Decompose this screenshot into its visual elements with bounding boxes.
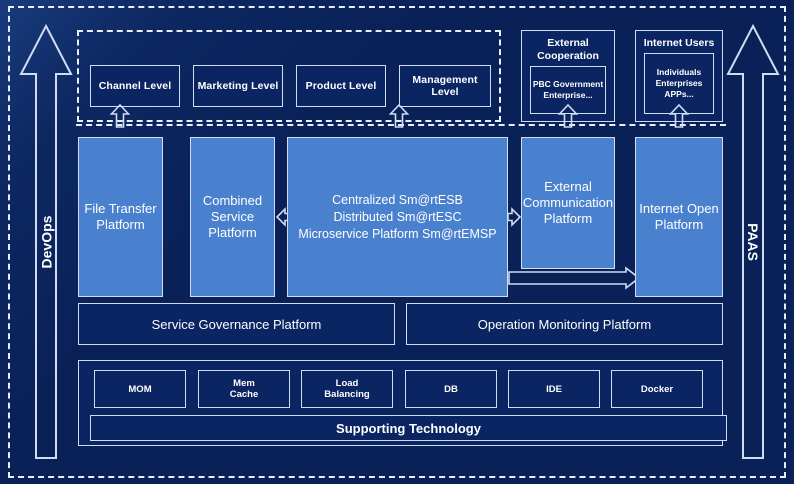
- platform-combined-service[interactable]: Combined Service Platform: [190, 137, 275, 297]
- level-label: Marketing Level: [197, 80, 279, 92]
- card-internet-users[interactable]: Internet Users Individuals Enterprises A…: [635, 30, 723, 122]
- devops-label: DevOps: [37, 215, 54, 269]
- tech-label: Docker: [640, 383, 674, 395]
- tech-label-line-1: Load: [335, 378, 359, 389]
- supporting-technology-bar[interactable]: Supporting Technology: [90, 415, 727, 441]
- platform-line-3: Microservice Platform Sm@rtEMSP: [298, 226, 497, 241]
- tech-label: DB: [444, 383, 458, 395]
- platform-label: Internet Open Platform: [639, 201, 719, 232]
- platform-label: File Transfer Platform: [84, 201, 157, 232]
- tech-box-docker[interactable]: Docker: [611, 370, 703, 408]
- platform-external-communication[interactable]: External Communication Platform: [521, 137, 615, 269]
- platform-line-2: Distributed Sm@rtESC: [333, 209, 462, 224]
- tech-box-mom[interactable]: MOM: [94, 370, 186, 408]
- card-body: Individuals Enterprises APPs...: [644, 53, 714, 114]
- tech-label: MOM: [128, 383, 152, 395]
- level-label: Channel Level: [98, 80, 172, 92]
- arrow-center-to-internet-open: [508, 266, 640, 290]
- paas-label: PAAS: [744, 223, 761, 261]
- card-external-cooperation[interactable]: External Cooperation PBC Government Ente…: [521, 30, 615, 122]
- platform-centralized-esb[interactable]: Centralized Sm@rtESB Distributed Sm@rtES…: [287, 137, 508, 297]
- platform-internet-open[interactable]: Internet Open Platform: [635, 137, 723, 297]
- tech-box-ide[interactable]: IDE: [508, 370, 600, 408]
- platform-line-1: Centralized Sm@rtESB: [332, 192, 463, 207]
- paas-arrow-icon: [725, 22, 781, 462]
- tech-box-load-balancing[interactable]: Load Balancing: [301, 370, 393, 408]
- supporting-technology-label: Supporting Technology: [336, 420, 481, 436]
- platform-service-governance[interactable]: Service Governance Platform: [78, 303, 395, 345]
- devops-arrow-icon: [18, 22, 74, 462]
- tech-box-mem-cache[interactable]: Mem Cache: [198, 370, 290, 408]
- up-arrow-external-communication: [558, 104, 578, 128]
- tech-label: IDE: [546, 383, 562, 395]
- card-title: External Cooperation: [537, 37, 599, 62]
- governance-label: Service Governance Platform: [151, 316, 322, 332]
- level-box-management[interactable]: Management Level: [399, 65, 491, 107]
- outer-dashed-frame: [8, 6, 786, 478]
- tech-label-line-1: Mem: [233, 378, 255, 389]
- tech-label-line-2: Cache: [229, 389, 259, 400]
- platform-label: Combined Service Platform: [202, 193, 263, 240]
- level-box-product[interactable]: Product Level: [296, 65, 386, 107]
- arrow-center-to-external-comm: [507, 205, 521, 229]
- up-arrow-file-transfer: [110, 104, 130, 128]
- platform-file-transfer[interactable]: File Transfer Platform: [78, 137, 163, 297]
- platform-label: External Communication Platform: [522, 179, 614, 226]
- card-title: Internet Users: [643, 37, 715, 49]
- platform-operation-monitoring[interactable]: Operation Monitoring Platform: [406, 303, 723, 345]
- business-levels-dashed-group: [77, 30, 501, 122]
- level-label: Management Level: [412, 74, 478, 98]
- level-label: Product Level: [305, 80, 377, 92]
- up-arrow-internet-open: [669, 104, 689, 128]
- tech-box-db[interactable]: DB: [405, 370, 497, 408]
- up-arrow-center-platform: [389, 104, 409, 128]
- tech-label-line-2: Balancing: [324, 389, 370, 400]
- level-box-marketing[interactable]: Marketing Level: [193, 65, 283, 107]
- layer-separator-dashed-line: [76, 124, 726, 126]
- governance-label: Operation Monitoring Platform: [477, 316, 652, 332]
- level-box-channel[interactable]: Channel Level: [90, 65, 180, 107]
